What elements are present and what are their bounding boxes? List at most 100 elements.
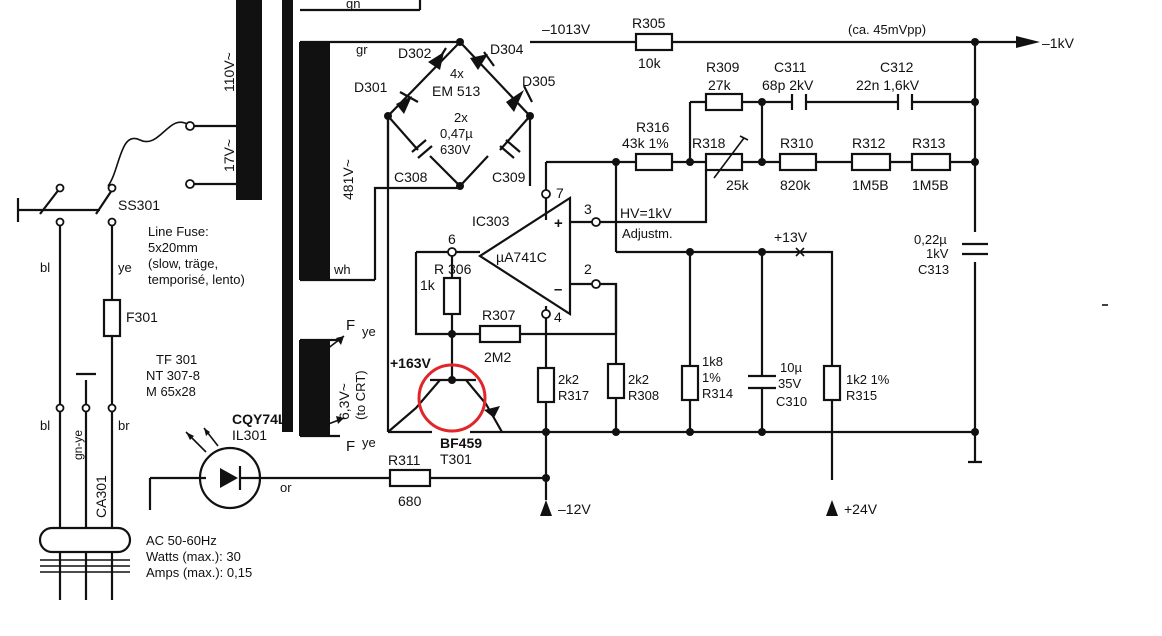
c313-label: C313 [918,262,949,277]
resistor-r308 [606,362,626,400]
r310-value: 820k [780,177,811,193]
r309-top-label: R309 [706,59,740,75]
filament-winding [299,340,330,436]
v13-label: +13V [774,229,808,245]
primary-wiring [16,121,236,600]
ua741-label: µA741C [496,249,547,265]
pin6-label: 6 [448,231,456,247]
resistor-r310 [778,152,818,172]
bf459-label: BF459 [440,435,482,451]
opamp-plus: + [554,215,563,232]
r317-val: 2k2 [558,372,579,387]
r318-value: 25k [726,177,750,193]
r316-value: 43k 1% [622,135,669,151]
ss301-label: SS301 [118,197,160,213]
d305-label: D305 [522,73,556,89]
resistor-r307 [478,324,522,344]
transformer-tf301 [236,0,422,438]
r305-value: 10k [638,55,662,71]
highlight-circle [417,363,487,433]
resistor-r306 [442,276,462,316]
hv-adj-label: HV=1kV [620,205,672,221]
tf-481v-label: 481V~ [340,159,356,200]
c309-label: C309 [492,169,526,185]
em-type-label: EM 513 [432,83,480,99]
hv-output-line [530,32,1040,464]
m65-label: M 65x28 [146,384,196,399]
r308-val: 2k2 [628,372,649,387]
t301-label: T301 [440,451,472,467]
opamp-ic303 [447,188,618,368]
r314-val: 1k8 [702,354,723,369]
r305-label: R305 [632,15,666,31]
v24-label: +24V [844,501,878,517]
f-bot-label: F [346,438,355,455]
f-top-label: F [346,317,355,334]
driver-stage [386,120,618,433]
resistor-r317 [536,366,556,404]
r313-value: 1M5B [912,177,949,193]
r311-value: 680 [398,493,422,509]
nt307-label: NT 307-8 [146,368,200,383]
r307-value: 2M2 [484,349,511,365]
r315-val: 1k2 1% [846,372,890,387]
c311-label: C311 [774,59,807,75]
pin7-label: 7 [556,185,564,201]
primary-winding-bar [236,0,262,200]
r318-label: R318 [692,135,726,151]
out-1kv-label: –1kV [1042,35,1075,51]
ac-label: AC 50-60Hz [146,533,217,548]
br-label: br [118,418,130,433]
feedback-network [544,92,979,252]
f301-label: F301 [126,309,158,325]
r306-value: 1k [420,277,436,293]
resistor-r305 [634,32,674,52]
hv-secondary-winding [299,42,330,280]
r314-label: R314 [702,386,733,401]
tf-gr-label: gr [356,42,368,57]
fuse-title: Line Fuse: [148,224,209,239]
c312-label: C312 [880,59,914,75]
bl-bot-label: bl [40,418,50,433]
tf-wh-label: wh [333,262,351,277]
watts-label: Watts (max.): 30 [146,549,241,564]
tf-17v-label: 17V~ [221,139,237,172]
cap-count-label: 2x [454,110,468,125]
r310-label: R310 [780,135,814,151]
ye-top-label: ye [362,324,376,339]
r317-label: R317 [558,388,589,403]
fuse-type-1: (slow, träge, [148,256,218,271]
r313-label: R313 [912,135,946,151]
r307-label: R307 [482,307,516,323]
ye-left-label: ye [118,260,132,275]
ic303-label: IC303 [472,213,510,229]
resistor-r316 [634,152,674,172]
c310-v: 35V [778,376,801,391]
bl-top-label: bl [40,260,50,275]
ca45-label: (ca. 45mVpp) [848,22,926,37]
r312-label: R312 [852,135,886,151]
r311-label: R311 [388,452,421,468]
resistor-r315 [822,364,842,402]
r309-label: 27k [708,77,732,93]
adjustm-label: Adjustm. [622,226,673,241]
r308-label: R308 [628,388,659,403]
amps-label: Amps (max.): 0,15 [146,565,252,580]
resistor-r311 [388,468,432,488]
mains-cable-ca301 [38,526,132,554]
r314-tol: 1% [702,370,721,385]
tf-to-crt-label: (to CRT) [353,370,368,420]
r306-label: R 306 [434,261,472,277]
tf-110v-label: 110V~ [221,52,237,92]
r315-label: R315 [846,388,877,403]
potentiometer-r318 [704,152,744,172]
il301-label: IL301 [232,427,267,443]
c311-value: 68p 2kV [762,77,814,93]
em-count-label: 4x [450,66,464,81]
or-label: or [280,480,292,495]
vneg12-label: –12V [558,501,591,517]
r316-label: R316 [636,119,670,135]
tf301-label: TF 301 [156,352,197,367]
pin3-label: 3 [584,201,592,217]
